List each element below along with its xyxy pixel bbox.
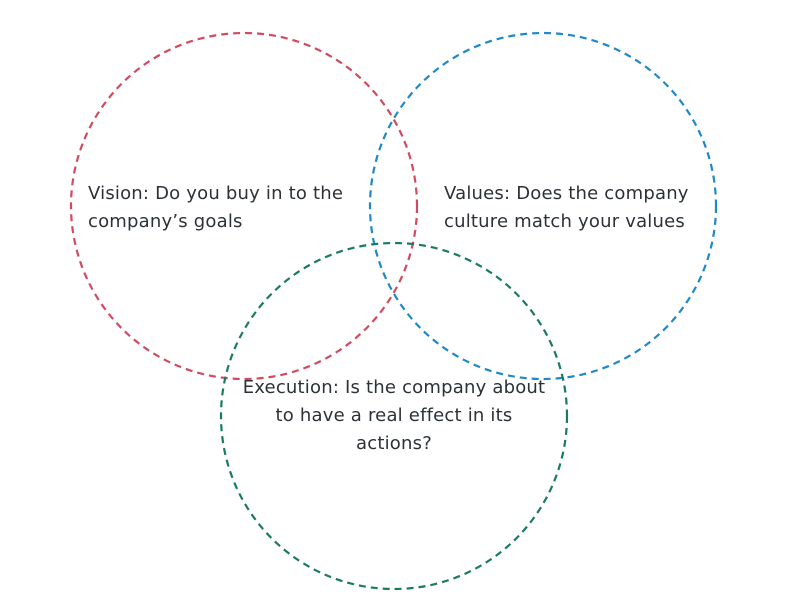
execution-label-line-1: Execution: Is the company about bbox=[242, 377, 546, 398]
values-label-line-2: culture match your values bbox=[444, 211, 685, 232]
values-circle bbox=[368, 31, 718, 381]
values-label-line-1: Values: Does the company bbox=[444, 183, 689, 204]
vision-label-line-1: Vision: Do you buy in to the bbox=[88, 183, 344, 204]
vision-label-line-2: company’s goals bbox=[88, 211, 243, 232]
vision-label: Vision: Do you buy in to the company’s g… bbox=[88, 180, 343, 236]
vision-circle bbox=[69, 31, 419, 381]
execution-label-line-2: to have a real effect in its bbox=[275, 405, 513, 426]
execution-label: Execution: Is the company about to have … bbox=[234, 374, 554, 458]
execution-circle bbox=[219, 241, 569, 591]
execution-label-line-3: actions? bbox=[356, 433, 432, 454]
values-label: Values: Does the company culture match y… bbox=[444, 180, 689, 236]
